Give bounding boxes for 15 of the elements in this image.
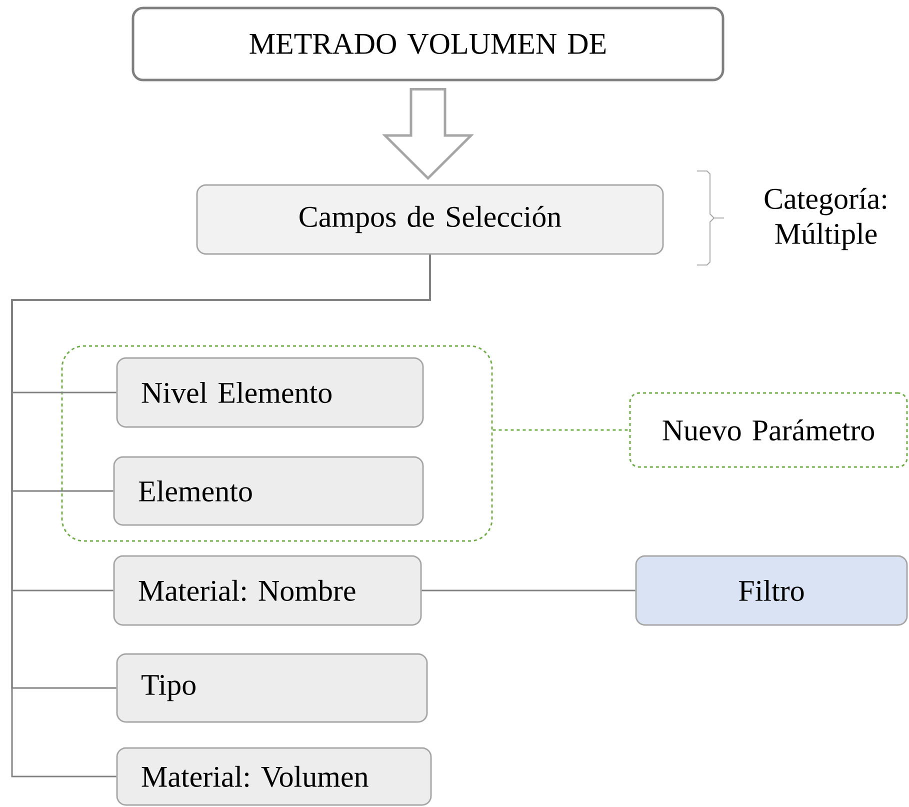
- field-box: Tipo: [116, 653, 428, 723]
- process-box: Campos de Selección: [196, 184, 664, 255]
- field-box: Material: Volumen: [116, 747, 432, 806]
- parameter-box: Nuevo Parámetro: [629, 392, 908, 468]
- connector-line: [422, 590, 636, 592]
- field-box: Material: Nombre: [113, 555, 422, 626]
- connector-line: [11, 254, 431, 778]
- connector-line: [492, 429, 630, 431]
- side-note: Categoría: Múltiple: [764, 188, 886, 250]
- group-box: [61, 345, 493, 542]
- block-arrow: [382, 88, 474, 180]
- filter-box: Filtro: [635, 555, 908, 626]
- field-box: Nivel Elemento: [116, 357, 424, 428]
- title-box: METRADO VOLUMEN DE: [132, 6, 724, 82]
- field-box: Elemento: [113, 456, 424, 526]
